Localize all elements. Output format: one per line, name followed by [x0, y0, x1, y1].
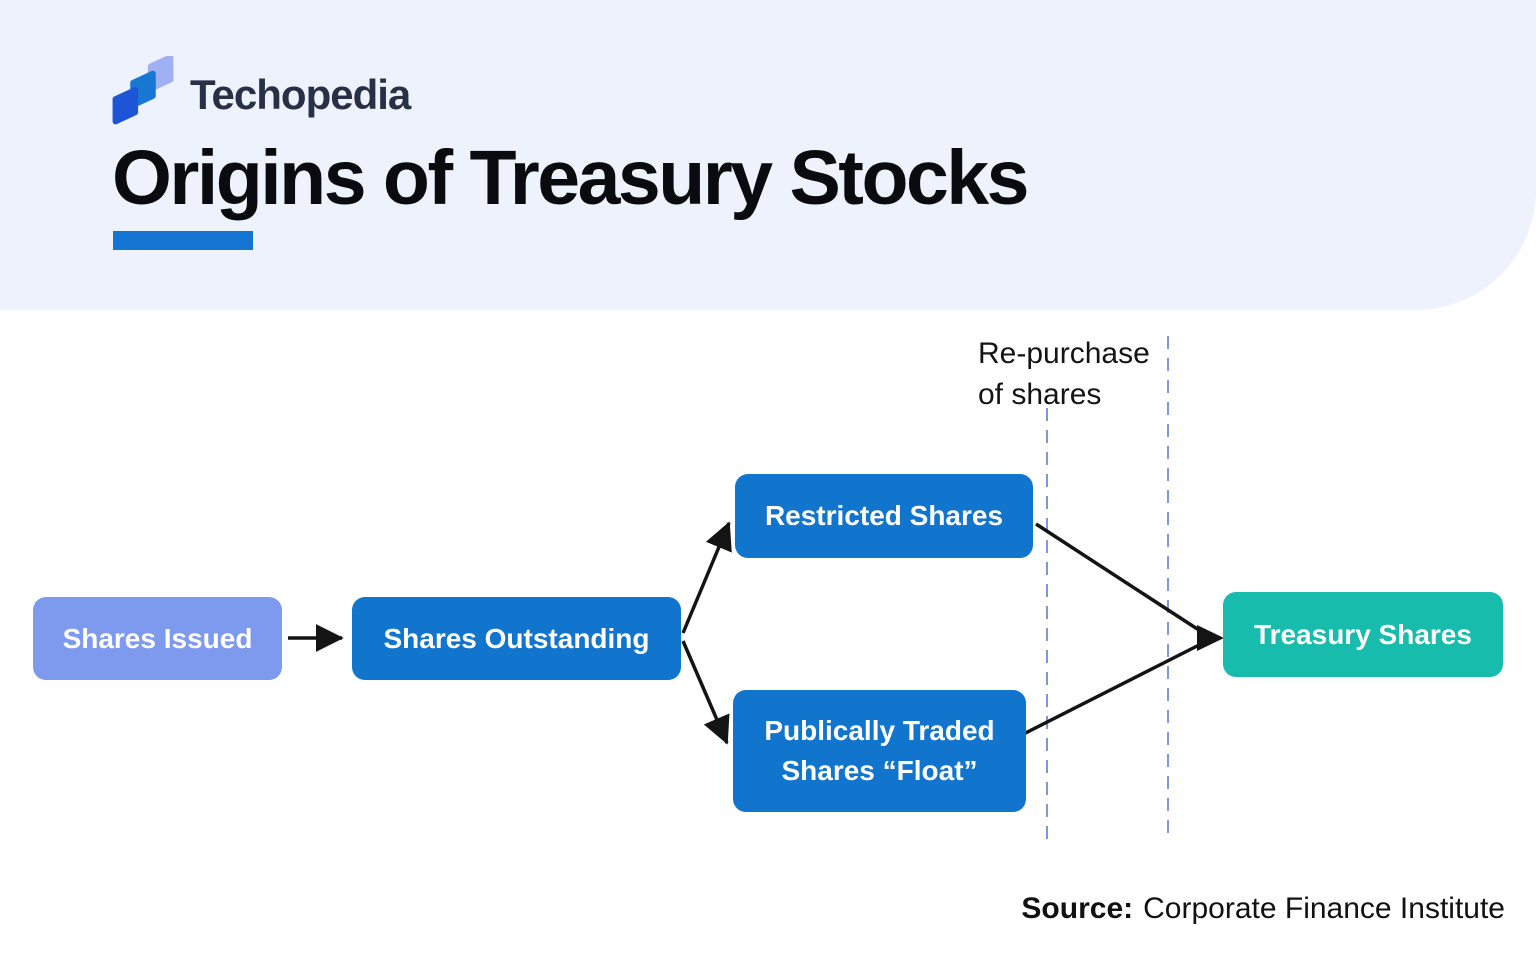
- node-treasury-shares-label: Treasury Shares: [1254, 618, 1472, 650]
- source-text: Corporate Finance Institute: [1143, 892, 1505, 925]
- repurchase-annotation: Re-purchase of shares: [978, 333, 1150, 415]
- header-band: [0, 0, 1536, 310]
- node-publically-traded-shares: Publically Traded Shares “Float”: [733, 690, 1026, 812]
- source-note: Source: Corporate Finance Institute: [1021, 892, 1505, 926]
- node-restricted-shares-label: Restricted Shares: [764, 500, 1004, 531]
- arrow-outstanding-to-restricted: [681, 521, 732, 634]
- node-shares-issued-label: Shares Issued: [62, 622, 253, 654]
- node-shares-outstanding: Shares Outstanding: [352, 597, 681, 680]
- repurchase-annotation-line1: Re-purchase: [978, 337, 1150, 370]
- repurchase-annotation-line2: of shares: [978, 378, 1102, 411]
- node-publically-traded-shares-label: Publically Traded Shares “Float”: [764, 715, 995, 786]
- arrow-outstanding-to-publically: [681, 640, 730, 745]
- arrow-treasury-head: [1197, 625, 1224, 651]
- page-title: Origins of Treasury Stocks: [112, 135, 1029, 221]
- node-treasury-shares: Treasury Shares: [1223, 592, 1503, 677]
- brand-name: Techopedia: [190, 71, 411, 118]
- node-restricted-shares: Restricted Shares: [735, 474, 1033, 558]
- brand: Techopedia: [110, 56, 411, 128]
- title-accent-bar: [113, 231, 253, 250]
- node-shares-issued: Shares Issued: [33, 597, 282, 680]
- arrow-restricted-to-treasury: [1035, 522, 1206, 636]
- source-label: Source:: [1021, 892, 1134, 925]
- techopedia-logo-icon: [112, 56, 174, 125]
- node-shares-outstanding-label: Shares Outstanding: [383, 622, 650, 654]
